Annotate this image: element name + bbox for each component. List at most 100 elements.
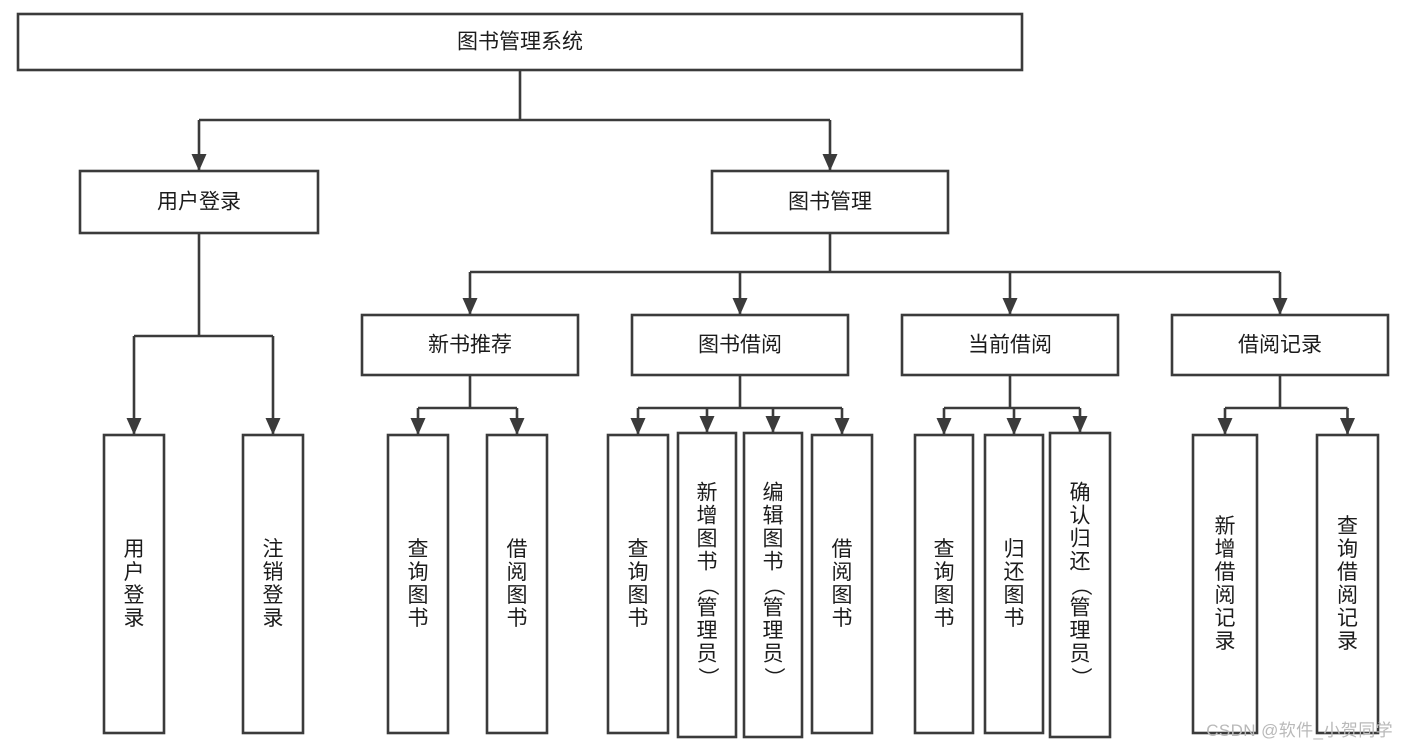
node-level1-0[interactable]: 用户登录 — [78, 169, 320, 235]
arrow-head-icon — [1340, 418, 1355, 435]
node-level1-1[interactable]: 图书管理 — [710, 169, 950, 235]
arrow-head-icon — [462, 298, 478, 315]
node-label-char: 查 — [1337, 515, 1358, 538]
node-box — [360, 313, 580, 377]
node-level2-1[interactable]: 图书借阅 — [630, 313, 850, 377]
node-box — [810, 433, 874, 735]
node-label-char: 录 — [124, 607, 145, 630]
node-level2-0[interactable]: 新书推荐 — [360, 313, 580, 377]
node-box — [1191, 433, 1259, 735]
node-box — [1315, 433, 1380, 735]
node-level2-3[interactable]: 借阅记录 — [1170, 313, 1390, 377]
node-label: 图书管理系统 — [457, 31, 583, 54]
node-label-char: 录 — [1215, 630, 1236, 653]
node-box — [710, 169, 950, 235]
node-label-char: 登 — [124, 584, 145, 607]
node-label-char: 阅 — [507, 561, 528, 584]
node-label-char: 书 — [763, 550, 784, 573]
node-label-char: 记 — [1215, 607, 1236, 630]
node-label-char: 查 — [408, 538, 429, 561]
node-label-char: 户 — [124, 561, 145, 584]
node-label-char: 图 — [628, 584, 649, 607]
node-label-char: 阅 — [1337, 584, 1358, 607]
node-label-char: 还 — [1004, 561, 1025, 584]
node-label-char: 注 — [263, 538, 284, 561]
node-label: 图书借阅 — [698, 334, 782, 357]
arrow-head-icon — [834, 418, 850, 435]
node-label-char: 编 — [763, 481, 784, 504]
node-label-char: 询 — [934, 561, 955, 584]
node-label-char: 增 — [697, 504, 718, 527]
node-label-char: ） — [762, 667, 785, 688]
arrow-head-icon — [191, 154, 207, 171]
node-label: 新书推荐 — [428, 334, 512, 357]
node-label-char: 增 — [1215, 538, 1236, 561]
node-box — [16, 12, 1024, 72]
node-label-char: 还 — [1070, 550, 1091, 573]
node-box — [742, 431, 804, 739]
node-label-char: 阅 — [1215, 584, 1236, 607]
node-label-char: 借 — [1337, 561, 1358, 584]
node-label-char: 记 — [1337, 607, 1358, 630]
node-label: 图书管理 — [788, 191, 872, 214]
node-label-char: 询 — [628, 561, 649, 584]
node-box — [630, 313, 850, 377]
node-label-char: （ — [1069, 575, 1092, 596]
node-level2-2[interactable]: 当前借阅 — [900, 313, 1120, 377]
node-box — [386, 433, 450, 735]
node-label-char: 登 — [263, 584, 284, 607]
node-label-char: 书 — [832, 607, 853, 630]
node-root-0[interactable]: 图书管理系统 — [16, 12, 1024, 72]
arrow-head-icon — [1006, 418, 1022, 435]
node-box — [102, 433, 166, 735]
node-box — [1048, 431, 1112, 739]
node-label-char: ） — [1069, 667, 1092, 688]
arrow-head-icon — [630, 418, 646, 435]
node-label-char: 归 — [1070, 527, 1091, 550]
node-label-char: 认 — [1070, 504, 1091, 527]
node-label-char: 图 — [832, 584, 853, 607]
node-box — [900, 313, 1120, 377]
node-box — [983, 433, 1045, 735]
node-label-char: 图 — [697, 527, 718, 550]
node-box — [485, 433, 549, 735]
node-label: 当前借阅 — [968, 334, 1052, 357]
node-label-char: （ — [762, 575, 785, 596]
node-label-char: 录 — [1337, 630, 1358, 653]
arrow-head-icon — [509, 418, 525, 435]
node-label-char: （ — [696, 575, 719, 596]
node-label-char: 图 — [408, 584, 429, 607]
node-box — [78, 169, 320, 235]
node-label-char: 询 — [1337, 538, 1358, 561]
node-label-char: 阅 — [832, 561, 853, 584]
node-label-char: 图 — [507, 584, 528, 607]
node-label-char: 录 — [263, 607, 284, 630]
node-label-char: 理 — [697, 619, 718, 642]
node-box — [241, 433, 305, 735]
node-label-char: 用 — [124, 538, 145, 561]
node-label-char: 归 — [1004, 538, 1025, 561]
node-label-char: 理 — [1070, 619, 1091, 642]
node-box — [1170, 313, 1390, 377]
node-label-char: 辑 — [763, 504, 784, 527]
arrow-head-icon — [699, 416, 715, 433]
node-label-char: 借 — [1215, 561, 1236, 584]
arrow-head-icon — [822, 154, 838, 171]
node-label-char: 图 — [763, 527, 784, 550]
node-leaf-0[interactable]: 用户登录 — [102, 433, 166, 735]
node-label-char: 书 — [408, 607, 429, 630]
